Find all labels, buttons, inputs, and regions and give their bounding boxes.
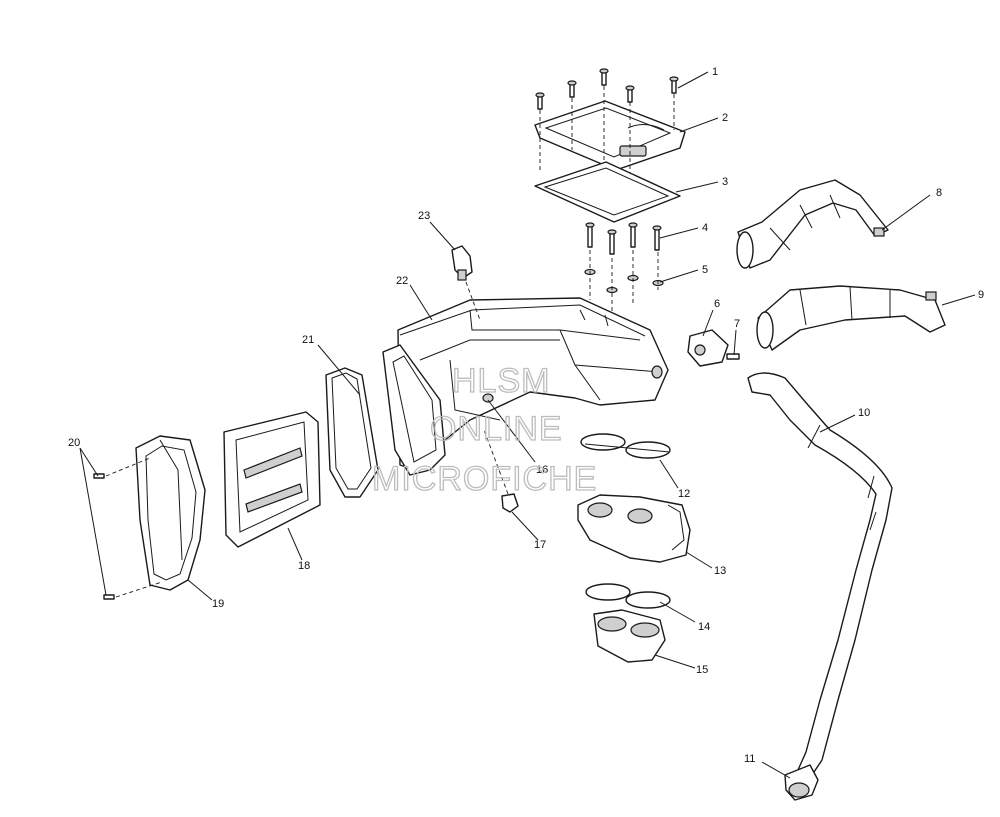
callout-10: 10 xyxy=(858,407,870,419)
watermark-line-1: HLSM xyxy=(452,362,550,400)
watermark: HLSM ONLINE MICROFICHE xyxy=(371,361,597,498)
position-sensor xyxy=(687,329,729,367)
callout-11: 11 xyxy=(744,753,755,765)
callout-14: 14 xyxy=(698,621,710,633)
cover-screws xyxy=(535,68,679,110)
hose-clamp xyxy=(784,764,819,801)
callout-6: 6 xyxy=(714,298,720,310)
callout-2: 2 xyxy=(722,112,728,124)
callout-4: 4 xyxy=(702,222,708,234)
cover-gasket xyxy=(534,161,681,223)
callout-labels: 1 2 3 4 5 6 7 8 9 10 11 12 13 14 15 16 1… xyxy=(68,66,984,765)
callout-9: 9 xyxy=(978,289,984,301)
vent-hose xyxy=(747,372,893,776)
intake-boots xyxy=(593,609,666,663)
intake-gasket xyxy=(585,583,671,609)
airbox-lid xyxy=(135,435,206,591)
airbox-screws xyxy=(585,222,662,255)
throttle-body xyxy=(577,494,691,563)
leader-lines xyxy=(79,71,976,779)
callout-5: 5 xyxy=(702,264,708,276)
sensor-screw xyxy=(726,353,740,360)
callout-3: 3 xyxy=(722,176,728,188)
callout-12: 12 xyxy=(678,488,690,500)
filter-frame xyxy=(382,344,446,476)
callout-21: 21 xyxy=(302,334,314,346)
throttle-gasket xyxy=(580,433,671,459)
filter-seal xyxy=(325,367,379,498)
callout-8: 8 xyxy=(936,187,942,199)
intake-duct-upper xyxy=(736,179,889,269)
callout-23: 23 xyxy=(418,210,430,222)
callout-7: 7 xyxy=(734,318,740,330)
drain-valve xyxy=(501,493,519,513)
callout-16: 16 xyxy=(536,464,548,476)
callout-15: 15 xyxy=(696,664,708,676)
airbox-housing xyxy=(397,297,669,471)
air-temp-sensor xyxy=(451,245,473,281)
watermark-line-3: MICROFICHE xyxy=(372,460,597,498)
callout-20: 20 xyxy=(68,437,80,449)
intake-duct-lower xyxy=(756,285,946,351)
callout-22: 22 xyxy=(396,275,408,287)
lid-screws xyxy=(93,473,115,600)
airbox-cover xyxy=(534,100,686,171)
watermark-line-2: ONLINE xyxy=(430,410,563,448)
washers xyxy=(584,268,664,294)
callout-18: 18 xyxy=(298,560,310,572)
callout-1: 1 xyxy=(712,66,718,78)
air-filter xyxy=(223,411,321,548)
callout-13: 13 xyxy=(714,565,726,577)
callout-19: 19 xyxy=(212,598,224,610)
callout-17: 17 xyxy=(534,539,546,551)
